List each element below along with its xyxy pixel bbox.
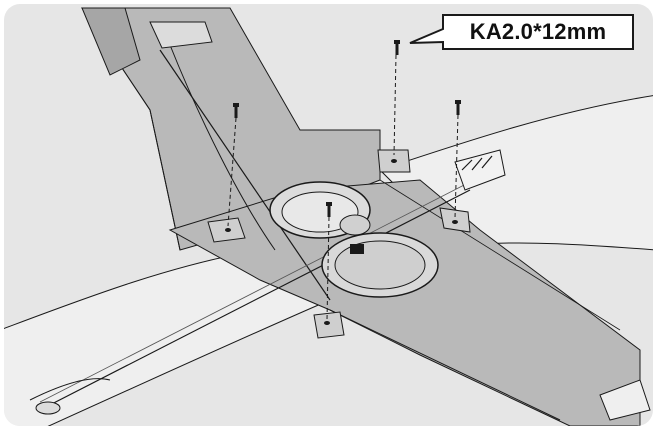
mount-hole-upper-inner — [281, 191, 359, 233]
airframe-illustration — [4, 7, 653, 426]
screw-spec-label: KA2.0*12mm — [469, 19, 607, 44]
nose-fitting — [35, 401, 61, 415]
diagram-frame — [4, 4, 653, 426]
spar-line-2 — [39, 189, 471, 411]
tail-fitting — [599, 379, 651, 421]
screw-top-right-icon — [394, 40, 400, 55]
guide-line-center — [326, 216, 330, 321]
screw-center-icon — [326, 202, 332, 217]
spar-line-3 — [39, 181, 471, 403]
left-wing-tip — [81, 7, 141, 76]
mount-pad-top-right — [377, 149, 411, 173]
servo-wire — [169, 44, 276, 251]
servo-horn-cluster — [454, 149, 506, 191]
mount-latch — [350, 244, 364, 254]
screw-right-icon — [455, 100, 461, 115]
nose-canopy-detail — [29, 378, 111, 401]
mount-pad-right — [439, 207, 471, 233]
guide-line-top-right — [393, 54, 397, 156]
wing-center-seam — [329, 309, 561, 421]
mount-pad-left — [207, 217, 246, 243]
screw-left-icon — [233, 103, 239, 118]
mount-small-ring — [339, 214, 371, 236]
spar-line-1 — [159, 49, 331, 301]
servo-bay — [149, 21, 213, 49]
guide-line-right — [454, 114, 459, 219]
mount-ring-inner — [334, 240, 426, 290]
wing-hinge-line — [379, 179, 621, 331]
mount-pad-center — [313, 311, 345, 339]
